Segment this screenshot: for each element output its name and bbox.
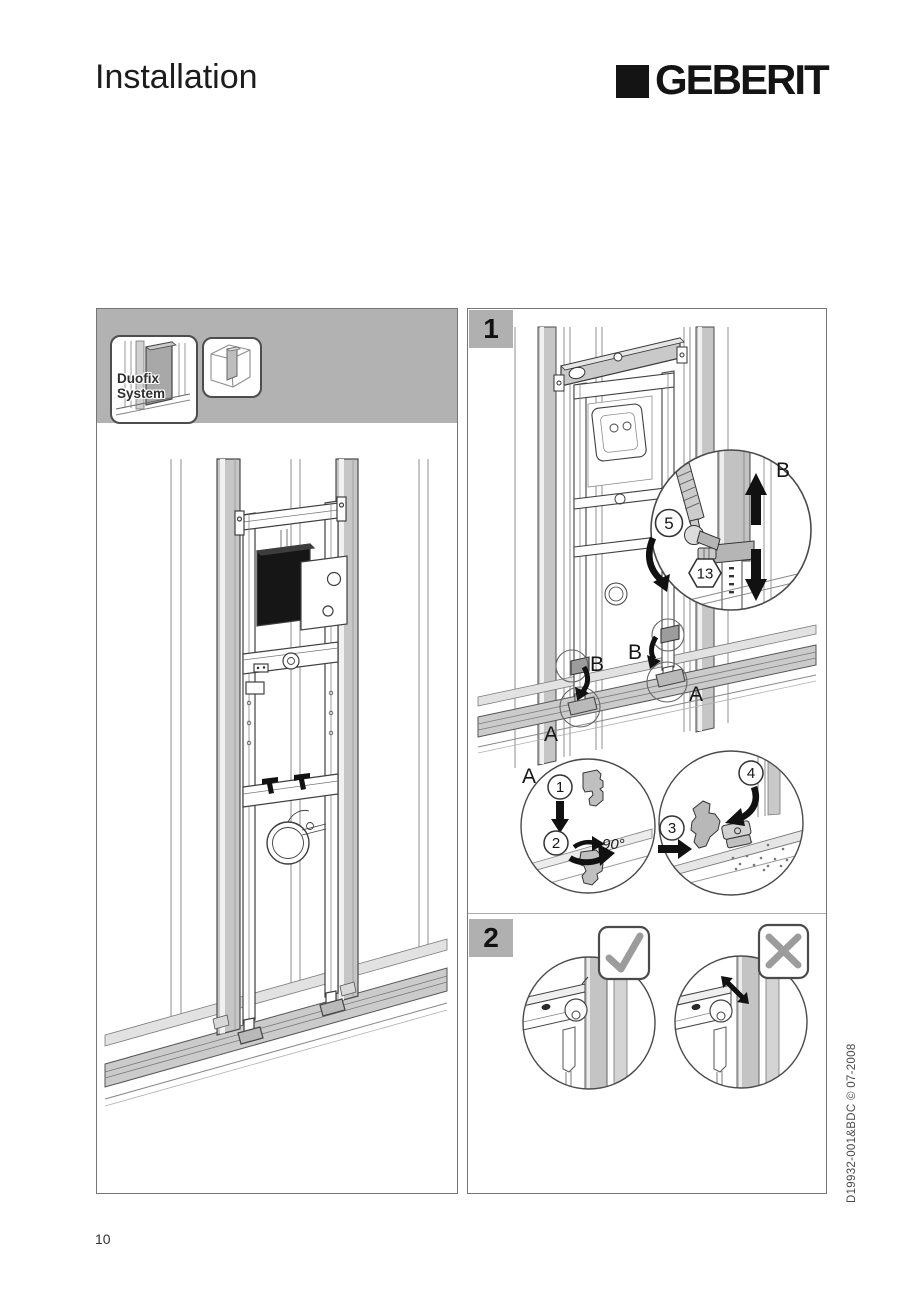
floor-rails (104, 938, 448, 1107)
room-box-thumbnail (202, 337, 262, 398)
duofix-thumb-drawing (115, 340, 191, 416)
substep-1-circle (547, 774, 573, 800)
incorrect-example-circle (674, 955, 808, 1089)
substep-4-circle (738, 760, 764, 786)
wall-lines (170, 459, 429, 1024)
slide-arrow-icon (658, 839, 692, 859)
document-code: D19932-001&BDC © 07-2008 (846, 1043, 858, 1203)
step2-number: 2 (483, 922, 499, 953)
substep-2-circle (543, 830, 569, 856)
label-foot-b-left: B (590, 653, 604, 676)
label-detail-a: A (522, 765, 536, 788)
incorrect-badge (757, 923, 810, 980)
substep-3: 3 (668, 820, 676, 837)
cross-icon (765, 933, 802, 969)
logo-wordmark: GEBERIT (655, 56, 830, 103)
label-foot-a-left: A (544, 723, 558, 746)
substep-circle-left: 1 2 90° (520, 758, 656, 894)
arrow-down-icon (745, 549, 767, 601)
duofix-frame-drawing (104, 458, 448, 1107)
correct-badge (597, 925, 651, 981)
page-title: Installation (95, 58, 258, 96)
label-foot-a-right: A (689, 683, 703, 706)
anchor-bracket (582, 769, 604, 807)
steps-panel: B A B A (467, 308, 827, 1194)
duofix-system-thumbnail: Duofix System (110, 335, 198, 424)
ratchet-tool (672, 454, 721, 551)
pipe-flange (266, 821, 310, 865)
label-detail-b: B (776, 459, 790, 482)
system-label: Duofix System (117, 371, 166, 401)
hex-nut-icon (688, 558, 722, 588)
gap-arrow-icon (721, 976, 749, 1004)
logo-square-icon (616, 65, 649, 98)
wall-stud-right (335, 458, 359, 1003)
t-handle-icon (262, 777, 278, 794)
callout-5: 5 (664, 514, 673, 533)
callout-5-circle (654, 508, 684, 538)
insert-arrow-icon (551, 801, 569, 833)
section-divider (468, 913, 826, 914)
turn-arrow-icon (646, 536, 664, 583)
geberit-logo: GEBERIT (616, 56, 836, 103)
step1-number-box: 1 (469, 310, 513, 348)
checkmark-icon (605, 932, 644, 973)
wall-stud-left (212, 458, 241, 1036)
detail-circle-b: 5 13 B (646, 449, 812, 611)
substep-circle-right: 3 4 (658, 750, 804, 896)
overview-panel: Duofix System (96, 308, 458, 1194)
foot-callout-circles (555, 618, 688, 728)
arrow-up-icon (745, 473, 767, 525)
substep-2: 2 (552, 835, 560, 852)
step1-number: 1 (483, 313, 499, 344)
screed-dots (731, 840, 795, 872)
wall-stud-left (537, 326, 557, 766)
product-banner: Duofix System (97, 309, 457, 424)
step2-drawing (522, 923, 810, 1090)
step1-drawing: B A B A (477, 326, 817, 896)
page-number: 10 (95, 1231, 111, 1247)
label-foot-b-right: B (628, 641, 642, 664)
correct-example-circle (522, 956, 656, 1090)
room-box-drawing (210, 344, 251, 388)
rotation-angle: 90° (602, 836, 625, 853)
step2-number-box: 2 (469, 919, 513, 957)
mounting-frame (234, 496, 348, 1045)
floor-rails (477, 624, 817, 754)
adjust-arrow-icon (575, 635, 661, 701)
t-handle-icon (294, 773, 310, 790)
spirit-level (553, 337, 688, 392)
substep-1: 1 (556, 779, 564, 796)
substep-3-circle (659, 815, 685, 841)
turn-arrow-head (653, 574, 670, 592)
foot-clamp (690, 800, 721, 849)
substep-4: 4 (747, 765, 755, 782)
socket-size: 13 (697, 566, 714, 583)
